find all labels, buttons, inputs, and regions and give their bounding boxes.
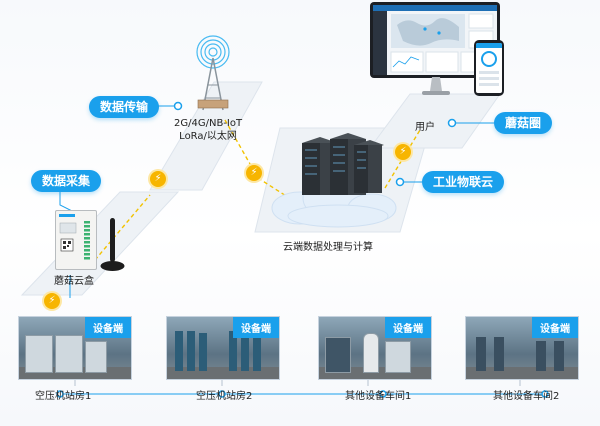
rail-dot-2 [218, 390, 226, 398]
user-label: 用户 [415, 122, 435, 133]
link-network-to-cloud-2 [257, 177, 306, 209]
tag-mogu-circle: 蘑菇圈 [494, 112, 553, 134]
tag-data-transmission: 数据传输 [89, 96, 160, 118]
rail-dot-1 [56, 390, 64, 398]
station-badge-4: 设备端 [532, 317, 578, 338]
rail-dot-4 [541, 390, 549, 398]
bolt-icon: ⚡ [246, 165, 262, 181]
station-photo-3: 设备端 [318, 316, 432, 380]
dot-transmission [173, 101, 183, 111]
dot-industrial-cloud [395, 177, 405, 187]
cloud-box-device-icon [55, 210, 97, 270]
phone-app-screen [476, 43, 502, 86]
station-badge-2: 设备端 [233, 317, 279, 338]
bolt-icon: ⚡ [150, 171, 166, 187]
transmission-plane [149, 81, 263, 191]
tag-data-collection: 数据采集 [31, 170, 102, 192]
bolt-icon: ⚡ [44, 293, 60, 309]
station-label-2: 空压机站房2 [196, 391, 253, 402]
bolt-icon: ⚡ [395, 144, 411, 160]
cloud-processing-label: 云端数据处理与计算 [283, 242, 373, 253]
network-label: 2G/4G/NB-IoT LoRa/以太网 [174, 117, 242, 143]
dot-mogu-circle [447, 118, 457, 128]
station-label-4: 其他设备车间2 [493, 391, 560, 402]
cloud-server-icon [271, 133, 397, 228]
antenna-tower-icon [196, 35, 230, 111]
station-photo-4: 设备端 [465, 316, 579, 380]
tag-industrial-iot-cloud: 工业物联云 [422, 171, 505, 193]
rail-dot-3 [379, 390, 387, 398]
monitor-stand-icon [422, 77, 450, 95]
link-cloud-to-user [384, 129, 421, 189]
user-plane [369, 93, 501, 149]
station-label-3: 其他设备车间1 [345, 391, 412, 402]
station-photo-1: 设备端 [18, 316, 132, 380]
station-badge-1: 设备端 [85, 317, 131, 338]
station-photo-2: 设备端 [166, 316, 280, 380]
external-antenna-icon [100, 218, 125, 271]
smartphone-icon [474, 40, 504, 96]
network-line-1: 2G/4G/NB-IoT [174, 118, 243, 129]
station-label-1: 空压机站房1 [35, 391, 92, 402]
network-line-2: LoRa/以太网 [179, 131, 237, 142]
station-badge-3: 设备端 [385, 317, 431, 338]
link-device-to-network [94, 194, 151, 261]
device-label: 蘑菇云盒 [54, 276, 94, 287]
